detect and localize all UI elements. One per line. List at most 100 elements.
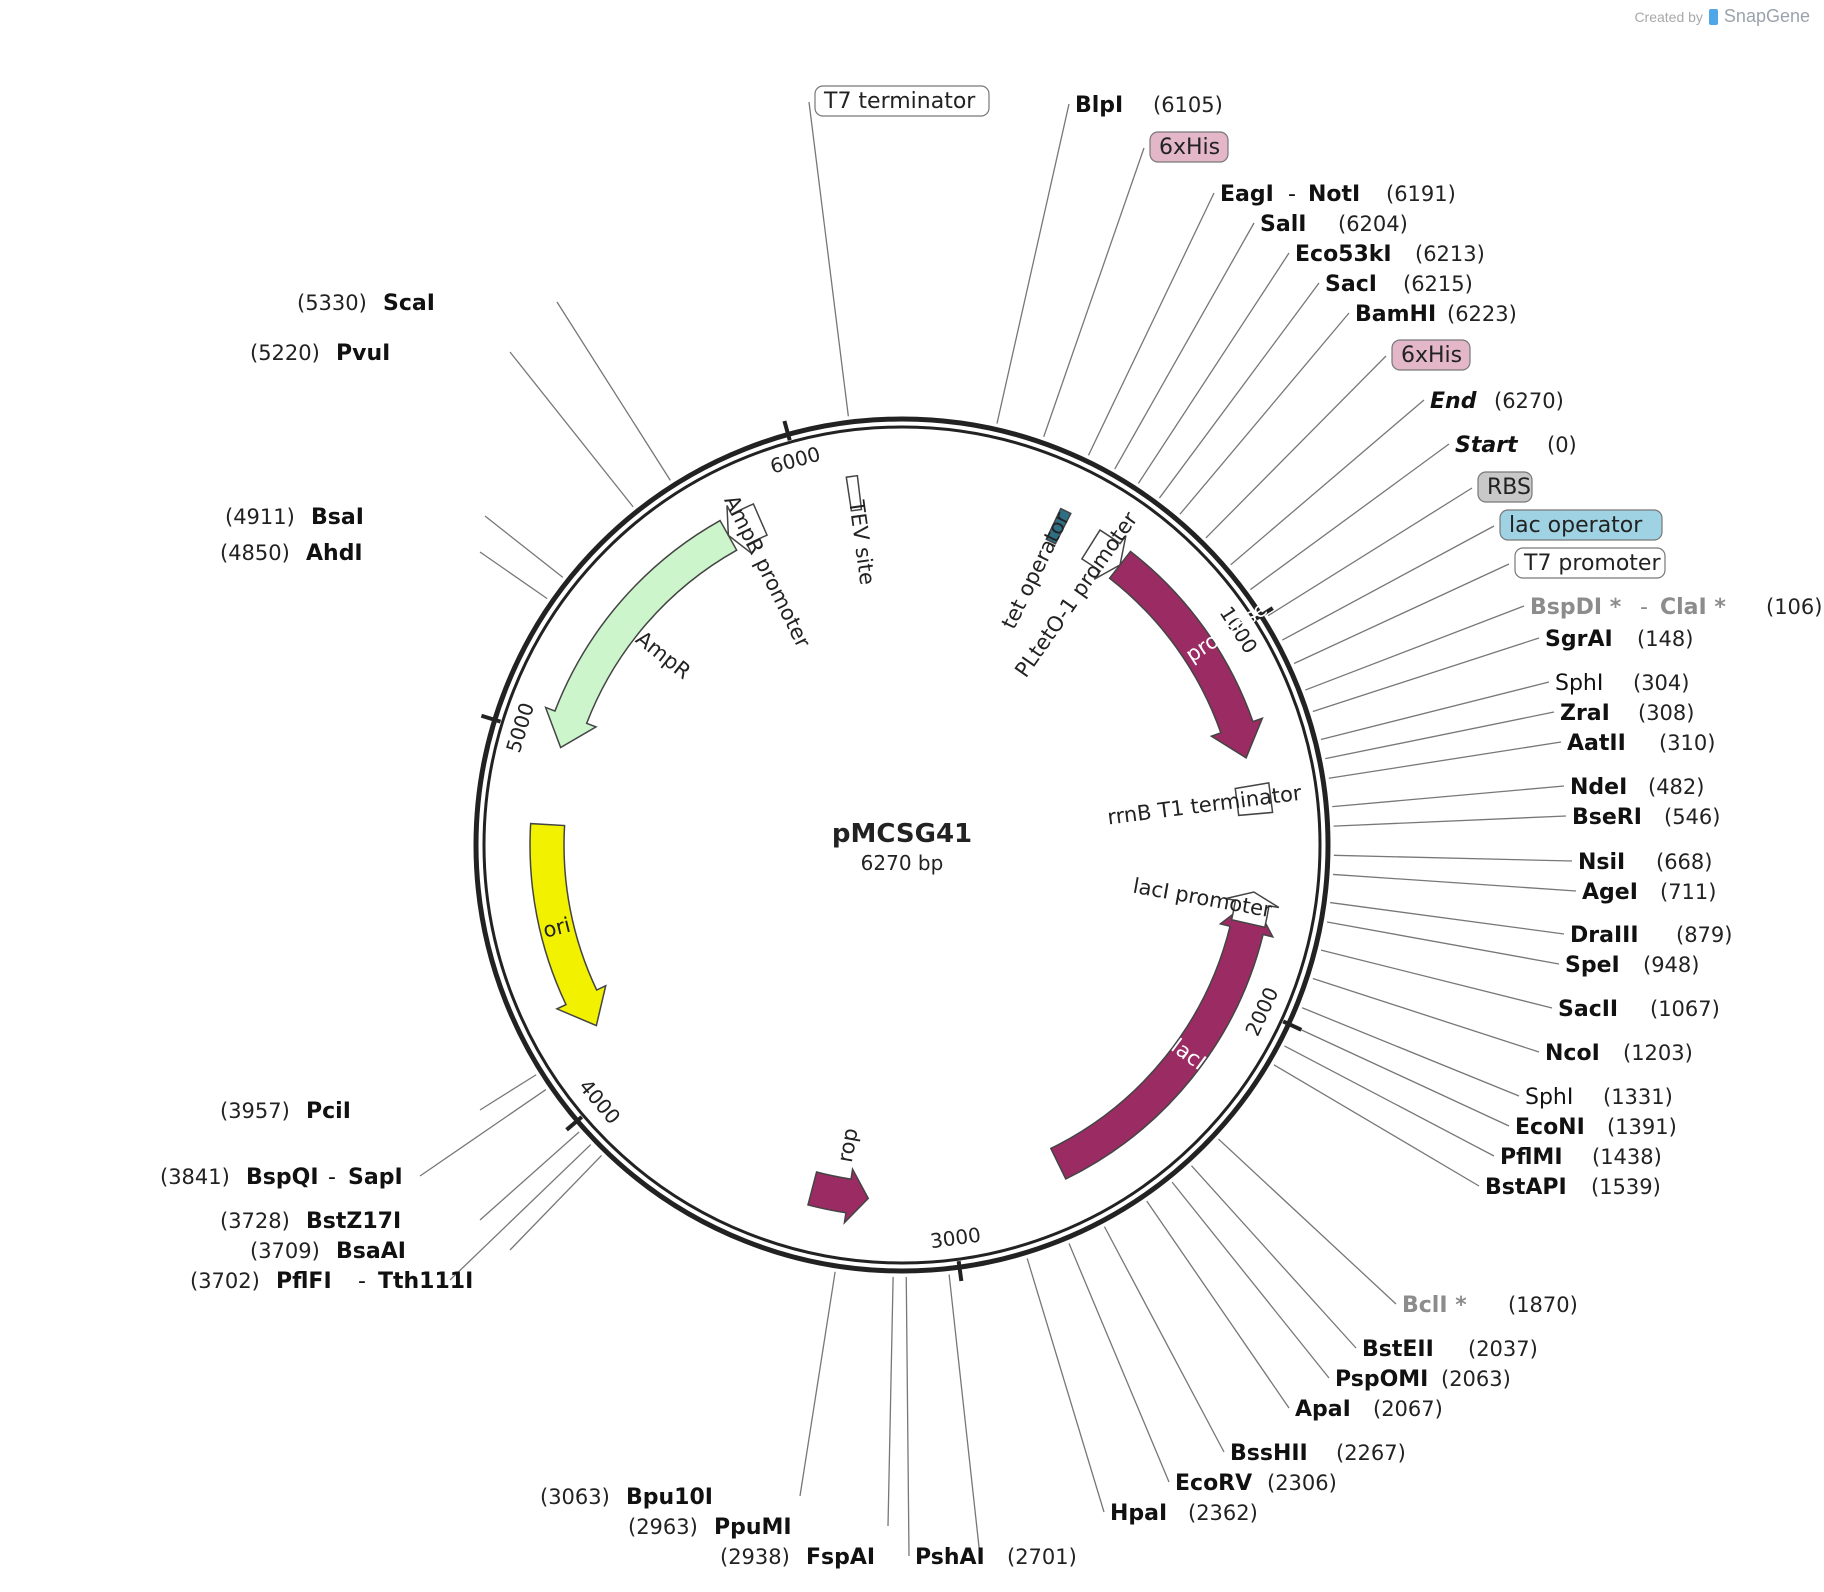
snapgene-credit: Created by SnapGene xyxy=(1634,6,1810,27)
feature-rrnb-t1-terminator xyxy=(1234,781,1274,817)
leader-line xyxy=(1026,1258,1105,1513)
leader-line xyxy=(887,1276,894,1527)
site-position: (1391) xyxy=(1607,1115,1677,1139)
site-name: EcoRV xyxy=(1175,1471,1252,1496)
site-name: 6xHis xyxy=(1159,135,1220,160)
site-label-apai-2067: ApaI(2067) xyxy=(1295,1397,1443,1422)
site-label-zrai-308: ZraI(308) xyxy=(1560,701,1694,726)
leader-line xyxy=(799,1271,836,1497)
site-name: AhdI xyxy=(306,541,363,566)
site-label-sphi-304: SphI (304) xyxy=(1555,671,1689,696)
site-name: FspAI xyxy=(806,1545,875,1570)
site-position: (3709) xyxy=(250,1239,320,1263)
leader-line xyxy=(1205,355,1387,539)
site-position: (106) xyxy=(1766,595,1822,619)
leader-line xyxy=(479,551,548,600)
feature-label-rrnb-t1-terminator: rrnB T1 terminator xyxy=(1106,781,1303,830)
site-name: PvuI xyxy=(336,341,390,366)
site-name: BlpI xyxy=(1075,93,1123,118)
leader-line xyxy=(808,101,849,417)
feature-laci-promoter xyxy=(1225,891,1280,929)
svg-text:-: - xyxy=(1640,595,1648,620)
leader-line xyxy=(1301,1007,1520,1097)
site-position: (1539) xyxy=(1591,1175,1661,1199)
leader-line xyxy=(1326,921,1560,965)
feature-label-ampr: AmpR xyxy=(631,626,695,684)
feature-label-laci-promoter: lacI promoter xyxy=(1131,874,1274,923)
site-position: (3063) xyxy=(540,1485,610,1509)
site-position: (2306) xyxy=(1267,1471,1337,1495)
feature-tet-operator xyxy=(1045,507,1072,545)
feature-laci xyxy=(1049,897,1275,1181)
tick-mark-3000 xyxy=(956,1260,964,1282)
site-label-hpai-2362: HpaI(2362) xyxy=(1110,1501,1258,1526)
leader-line xyxy=(1068,1243,1170,1483)
site-label-bsai-4911: (4911)BsaI xyxy=(225,505,364,530)
site-label-bsaai-3709: (3709)BsaAI xyxy=(250,1239,406,1264)
site-label-spei-948: SpeI(948) xyxy=(1565,953,1699,978)
feature-tev-site xyxy=(845,474,863,512)
site-name: SalI xyxy=(1260,212,1306,237)
site-label-t7-terminator: T7 terminator xyxy=(814,85,990,117)
leader-line xyxy=(1293,563,1510,665)
site-label-bsteii-2037: BstEII(2037) xyxy=(1362,1337,1538,1362)
leader-line xyxy=(479,1131,580,1221)
site-label-sgrai-148: SgrAI(148) xyxy=(1545,627,1693,652)
site-position: (148) xyxy=(1637,627,1693,651)
feature-ampr xyxy=(544,519,738,749)
leader-line xyxy=(948,1274,981,1557)
site-position: (1870) xyxy=(1508,1293,1578,1317)
site-label-ndei-482: NdeI(482) xyxy=(1570,775,1704,800)
leader-line xyxy=(1043,147,1145,438)
site-name: AatII xyxy=(1567,731,1626,756)
site-name: SacI xyxy=(1325,272,1377,297)
site-name: BstZ17I xyxy=(306,1209,401,1234)
leader-line xyxy=(1171,1181,1330,1379)
site-label-sali-6204: SalI(6204) xyxy=(1260,212,1408,237)
feature-label-rop: rop xyxy=(833,1126,863,1164)
leader-line xyxy=(1312,637,1540,713)
site-name: BspQI xyxy=(246,1165,319,1190)
leader-line xyxy=(905,1276,910,1557)
tick-mark-4000 xyxy=(565,1115,584,1132)
leader-line xyxy=(1267,487,1473,617)
leader-line xyxy=(419,1089,547,1177)
site-label-eco53ki-6213: Eco53kI(6213) xyxy=(1295,242,1485,267)
site-label-blpi-6105: BlpI(6105) xyxy=(1075,93,1223,118)
site-label-bsshii-2267: BssHII(2267) xyxy=(1230,1441,1406,1466)
site-label-saci-6215: SacI(6215) xyxy=(1325,272,1473,297)
site-position: (2938) xyxy=(720,1545,790,1569)
svg-text:-: - xyxy=(358,1269,366,1294)
site-position: (3728) xyxy=(220,1209,290,1233)
credit-brand: SnapGene xyxy=(1723,6,1810,26)
site-name: Bpu10I xyxy=(626,1485,713,1510)
leader-line xyxy=(509,351,634,508)
site-name: HpaI xyxy=(1110,1501,1167,1526)
site-position: (668) xyxy=(1656,850,1712,874)
site-label-t7-promoter: T7 promoter xyxy=(1514,547,1666,579)
site-label-bcli-1870: BclI *(1870) xyxy=(1402,1293,1578,1318)
site-name: AgeI xyxy=(1582,880,1638,905)
leader-line xyxy=(1332,873,1577,892)
site-name: SphI xyxy=(1555,671,1603,696)
site-label-bamhi-6223: BamHI(6223) xyxy=(1355,302,1517,327)
site-position: (6213) xyxy=(1415,242,1485,266)
site-name: T7 terminator xyxy=(823,89,976,114)
site-label-start-0: Start(0) xyxy=(1455,433,1577,458)
plasmid-name: pMCSG41 xyxy=(832,819,972,849)
feature-label-tev-site: TEV site xyxy=(844,498,879,587)
site-label-bpu10i-3063: (3063) Bpu10I xyxy=(540,1485,713,1510)
site-name: PciI xyxy=(306,1099,351,1124)
site-label-eagi-6191: EagI-NotI(6191) xyxy=(1220,182,1456,207)
site-position: (304) xyxy=(1633,671,1689,695)
leader-lines xyxy=(419,101,1577,1557)
site-label-bstz17i-3728: (3728) BstZ17I xyxy=(220,1209,401,1234)
leader-line xyxy=(1158,282,1320,499)
svg-text:-: - xyxy=(328,1165,336,1190)
site-position: (308) xyxy=(1638,701,1694,725)
site-name: 6xHis xyxy=(1401,343,1462,368)
site-name: EcoNI xyxy=(1515,1115,1585,1140)
site-name: BspDI * xyxy=(1530,595,1622,620)
site-label-aatii-310: AatII(310) xyxy=(1567,731,1715,756)
site-position: (6270) xyxy=(1494,389,1564,413)
